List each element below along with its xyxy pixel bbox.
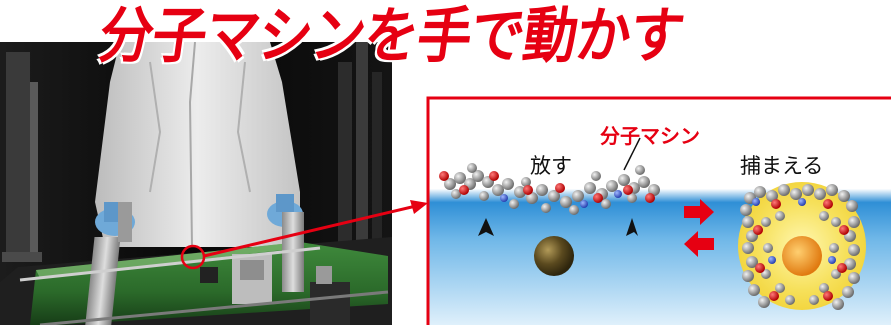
lab-photo-illustration (0, 42, 392, 325)
captured-ball (782, 236, 822, 276)
label-molecular-machine: 分子マシン (600, 124, 700, 148)
headline-title: 分子マシンを手で動かす (94, 0, 688, 71)
guest-ball (534, 236, 574, 276)
label-capture: 捕まえる (740, 154, 824, 178)
lab-photo (0, 42, 392, 325)
connector-arrow-head-icon (410, 200, 428, 214)
label-release: 放す (530, 154, 572, 178)
